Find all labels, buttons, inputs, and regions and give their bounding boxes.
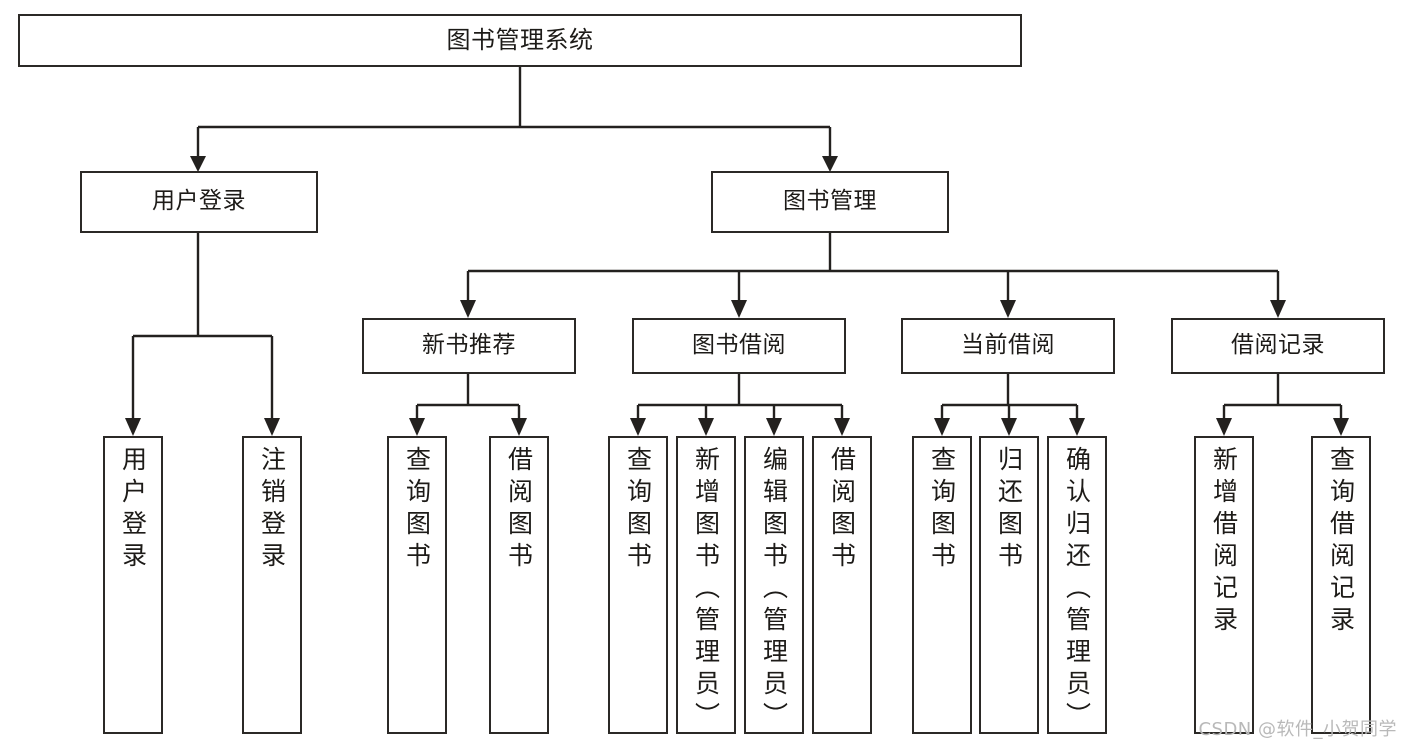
arrow-current-leaf-1 bbox=[934, 418, 950, 436]
node-user-login[interactable]: 用户登录 bbox=[80, 171, 318, 233]
leaf-borrow-query-book[interactable]: 查询图书 bbox=[608, 436, 668, 734]
arrow-borrow-leaf-2 bbox=[698, 418, 714, 436]
arrow-book-mgmt-child-3 bbox=[1000, 300, 1016, 318]
node-new-book-recommend[interactable]: 新书推荐 bbox=[362, 318, 576, 374]
node-label: 借阅记录 bbox=[1231, 332, 1325, 359]
arrow-borrow-leaf-1 bbox=[630, 418, 646, 436]
arrow-user-login-leaf-1 bbox=[125, 418, 141, 436]
leaf-borrow-edit-book-admin[interactable]: 编辑图书（管理员） bbox=[744, 436, 804, 734]
node-label: 借阅图书 bbox=[504, 446, 534, 574]
node-label: 查询图书 bbox=[623, 446, 653, 574]
node-book-borrow[interactable]: 图书借阅 bbox=[632, 318, 846, 374]
arrow-records-leaf-1 bbox=[1216, 418, 1232, 436]
node-label: 图书管理 bbox=[783, 188, 877, 215]
leaf-borrow-add-book-admin[interactable]: 新增图书（管理员） bbox=[676, 436, 736, 734]
node-label: 编辑图书（管理员） bbox=[759, 446, 789, 734]
node-label: 当前借阅 bbox=[961, 332, 1055, 359]
leaf-user-login-signout[interactable]: 注销登录 bbox=[242, 436, 302, 734]
arrow-new-book-leaf-2 bbox=[511, 418, 527, 436]
node-label: 归还图书 bbox=[994, 446, 1024, 574]
node-root-system[interactable]: 图书管理系统 bbox=[18, 14, 1022, 67]
leaf-new-book-query[interactable]: 查询图书 bbox=[387, 436, 447, 734]
arrow-book-mgmt-child-4 bbox=[1270, 300, 1286, 318]
leaf-user-login-signin[interactable]: 用户登录 bbox=[103, 436, 163, 734]
leaf-records-query-record[interactable]: 查询借阅记录 bbox=[1311, 436, 1371, 734]
arrow-current-leaf-3 bbox=[1069, 418, 1085, 436]
node-borrow-records[interactable]: 借阅记录 bbox=[1171, 318, 1385, 374]
arrow-book-mgmt-child-1 bbox=[460, 300, 476, 318]
node-label: 注销登录 bbox=[257, 446, 287, 574]
arrow-current-leaf-2 bbox=[1001, 418, 1017, 436]
node-label: 图书借阅 bbox=[692, 332, 786, 359]
node-book-management[interactable]: 图书管理 bbox=[711, 171, 949, 233]
node-label: 查询图书 bbox=[927, 446, 957, 574]
node-label: 用户登录 bbox=[152, 188, 246, 215]
node-label: 查询借阅记录 bbox=[1326, 446, 1356, 638]
arrow-user-login-leaf-2 bbox=[264, 418, 280, 436]
arrow-root-to-user-login bbox=[190, 156, 206, 172]
node-label: 新书推荐 bbox=[422, 332, 516, 359]
arrow-root-to-book-mgmt bbox=[822, 156, 838, 172]
leaf-current-return-book[interactable]: 归还图书 bbox=[979, 436, 1039, 734]
node-label: 新增图书（管理员） bbox=[691, 446, 721, 734]
leaf-records-add-record[interactable]: 新增借阅记录 bbox=[1194, 436, 1254, 734]
leaf-new-book-borrow[interactable]: 借阅图书 bbox=[489, 436, 549, 734]
leaf-current-query-book[interactable]: 查询图书 bbox=[912, 436, 972, 734]
arrow-records-leaf-2 bbox=[1333, 418, 1349, 436]
csdn-watermark: CSDN @软件_小贺同学 bbox=[1198, 719, 1397, 740]
node-label: 确认归还（管理员） bbox=[1062, 446, 1092, 734]
arrow-book-mgmt-child-2 bbox=[731, 300, 747, 318]
node-label: 查询图书 bbox=[402, 446, 432, 574]
node-current-borrow[interactable]: 当前借阅 bbox=[901, 318, 1115, 374]
arrow-borrow-leaf-4 bbox=[834, 418, 850, 436]
leaf-borrow-borrow-book[interactable]: 借阅图书 bbox=[812, 436, 872, 734]
arrow-borrow-leaf-3 bbox=[766, 418, 782, 436]
arrow-new-book-leaf-1 bbox=[409, 418, 425, 436]
node-label: 新增借阅记录 bbox=[1209, 446, 1239, 638]
node-label: 用户登录 bbox=[118, 446, 148, 574]
leaf-current-confirm-return-admin[interactable]: 确认归还（管理员） bbox=[1047, 436, 1107, 734]
node-label: 图书管理系统 bbox=[446, 26, 594, 55]
node-label: 借阅图书 bbox=[827, 446, 857, 574]
